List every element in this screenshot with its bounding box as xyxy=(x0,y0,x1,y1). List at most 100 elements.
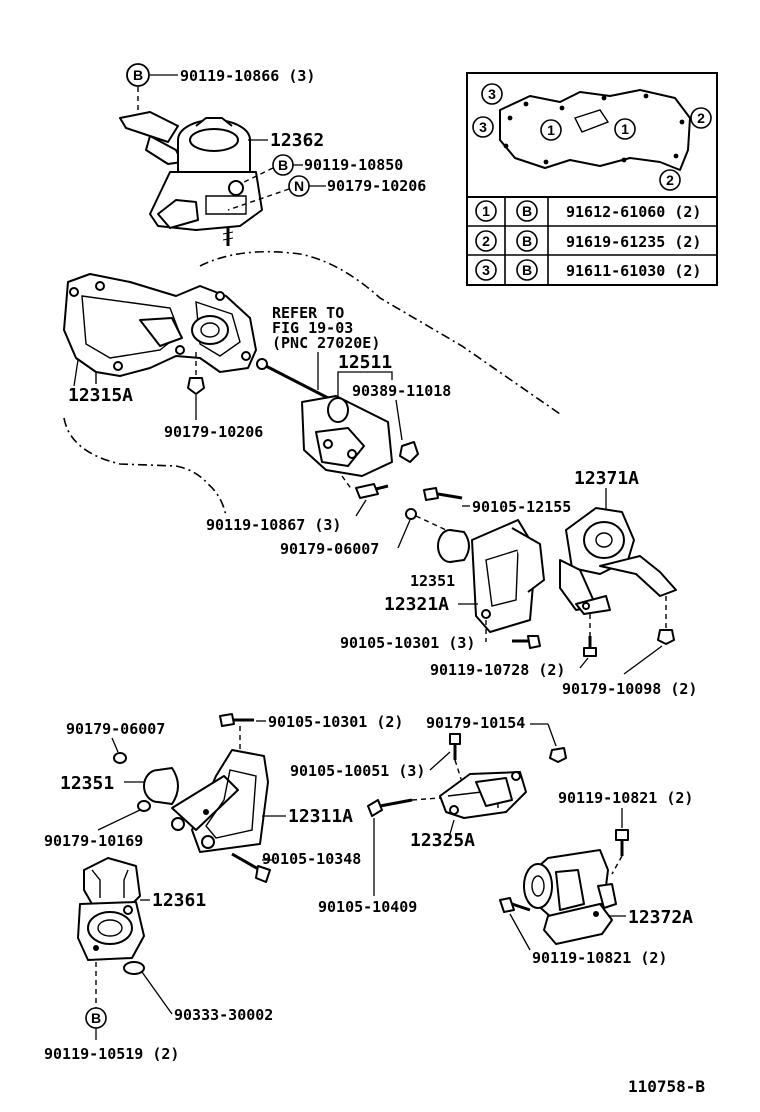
svg-text:91611-61030 (2): 91611-61030 (2) xyxy=(566,262,701,280)
svg-text:90179-10206: 90179-10206 xyxy=(164,423,263,441)
svg-text:B: B xyxy=(91,1010,101,1026)
bracket-12311A: 12311A xyxy=(171,749,353,853)
svg-text:B: B xyxy=(522,233,532,249)
svg-text:12511: 12511 xyxy=(338,352,392,373)
plug-90333-30002: 90333-30002 xyxy=(123,961,273,1024)
svg-text:90105-10051 (3): 90105-10051 (3) xyxy=(290,762,425,780)
svg-text:90179-06007: 90179-06007 xyxy=(66,720,165,738)
engine-mount-12371A: 12371A xyxy=(559,468,677,615)
figure-code: 110758-B xyxy=(628,1077,705,1096)
engine-mount-12361: 12361 xyxy=(77,857,206,961)
svg-text:N: N xyxy=(294,178,304,194)
inset-engine-outline xyxy=(499,89,691,171)
svg-text:B: B xyxy=(522,203,532,219)
svg-text:3: 3 xyxy=(482,262,490,278)
svg-text:90119-10866 (3): 90119-10866 (3) xyxy=(180,67,315,85)
svg-text:12311A: 12311A xyxy=(288,806,353,827)
svg-text:90333-30002: 90333-30002 xyxy=(174,1006,273,1024)
svg-text:90119-10821 (2): 90119-10821 (2) xyxy=(532,949,667,967)
svg-text:B: B xyxy=(133,67,143,83)
svg-text:2: 2 xyxy=(482,233,490,249)
bolt-90105-10348: 90105-10348 xyxy=(231,850,361,883)
svg-text:12372A: 12372A xyxy=(628,907,693,928)
callout-90389-11018: 90389-11018 xyxy=(352,382,451,463)
svg-text:90119-10728 (2): 90119-10728 (2) xyxy=(430,661,565,679)
svg-text:90119-10850: 90119-10850 xyxy=(304,156,403,174)
svg-text:91619-61235 (2): 91619-61235 (2) xyxy=(566,233,701,251)
svg-text:3: 3 xyxy=(488,86,496,102)
callout-90179-10206-top: N 90179-10206 xyxy=(227,175,426,211)
svg-text:91612-61060 (2): 91612-61060 (2) xyxy=(566,203,701,221)
marker-1-b: 1 xyxy=(614,118,636,140)
callout-12511: 12511 xyxy=(337,352,393,398)
svg-text:12362: 12362 xyxy=(270,130,324,151)
insulator-12351-mid: 12351 xyxy=(410,515,470,590)
callout-12362: 12362 xyxy=(248,130,324,151)
refer-to-note: REFER TO FIG 19-03 (PNC 27020E) xyxy=(272,304,380,390)
svg-text:2: 2 xyxy=(666,172,674,188)
bolt-90119-10821-top: 90119-10821 (2) xyxy=(558,789,693,875)
bolt-90119-10519: B 90119-10519 (2) xyxy=(44,962,179,1063)
insulator-12351-low: 12351 xyxy=(60,767,179,805)
bolt-90119-10728: 90119-10728 (2) xyxy=(430,614,597,679)
nut-90179-10206-mid: 90179-10206 xyxy=(164,352,263,441)
marker-3-a: 3 xyxy=(481,83,503,105)
bolt-90105-10409: 90105-10409 xyxy=(318,797,441,916)
engine-mount-12362 xyxy=(119,111,263,246)
svg-text:12371A: 12371A xyxy=(574,468,639,489)
callout-12315A: 12315A xyxy=(68,359,133,406)
nut-90179-10098: 90179-10098 (2) xyxy=(562,596,697,698)
callout-90119-10866: B 90119-10866 (3) xyxy=(126,63,315,114)
svg-text:90179-10154: 90179-10154 xyxy=(426,714,525,732)
bolt-location-inset: 3 3 1 1 2 2 1 B 91612-61060 (2) xyxy=(466,72,718,286)
svg-text:3: 3 xyxy=(479,119,487,135)
svg-text:90389-11018: 90389-11018 xyxy=(352,382,451,400)
bolt-long-12511 xyxy=(256,358,333,402)
svg-text:90105-10348: 90105-10348 xyxy=(262,850,361,868)
svg-text:90179-10169: 90179-10169 xyxy=(44,832,143,850)
svg-text:FIG 19-03: FIG 19-03 xyxy=(272,319,353,337)
nut-90179-06007-low: 90179-06007 xyxy=(66,720,165,764)
svg-text:90119-10867 (3): 90119-10867 (3) xyxy=(206,516,341,534)
svg-text:B: B xyxy=(522,262,532,278)
svg-text:1: 1 xyxy=(621,121,629,137)
svg-text:12361: 12361 xyxy=(152,890,206,911)
bracket-12315A xyxy=(63,273,257,384)
svg-text:90179-10206: 90179-10206 xyxy=(327,177,426,195)
marker-2-a: 2 xyxy=(690,107,712,129)
marker-2-b: 2 xyxy=(659,169,681,191)
nut-90179-10154: 90179-10154 xyxy=(426,714,567,763)
bracket-12325A: 12325A xyxy=(410,771,527,851)
svg-text:90119-10519 (2): 90119-10519 (2) xyxy=(44,1045,179,1063)
svg-text:1: 1 xyxy=(547,122,555,138)
bolt-90105-10301-mid: 90105-10301 (3) xyxy=(340,620,541,652)
nut-90179-06007-mid: 90179-06007 xyxy=(280,508,417,558)
engine-boundary-line xyxy=(199,250,561,415)
svg-text:12351: 12351 xyxy=(410,572,455,590)
svg-text:REFER TO: REFER TO xyxy=(272,304,344,322)
inset-row-3: 3 B 91611-61030 (2) xyxy=(475,259,701,281)
nut-90179-10169: 90179-10169 xyxy=(44,800,151,850)
marker-3-b: 3 xyxy=(472,116,494,138)
svg-text:1: 1 xyxy=(482,203,490,219)
svg-text:(PNC 27020E): (PNC 27020E) xyxy=(272,334,380,352)
bolt-90105-10051: 90105-10051 (3) xyxy=(290,733,463,783)
callout-90119-10850: B 90119-10850 xyxy=(239,154,403,185)
svg-text:90179-06007: 90179-06007 xyxy=(280,540,379,558)
bolt-90105-12155: 90105-12155 xyxy=(423,487,571,516)
svg-text:12321A: 12321A xyxy=(384,594,449,615)
engine-mount-12511 xyxy=(301,395,393,477)
inset-row-1: 1 B 91612-61060 (2) xyxy=(475,200,701,222)
svg-text:90105-10301 (3): 90105-10301 (3) xyxy=(340,634,475,652)
svg-text:12351: 12351 xyxy=(60,773,114,794)
svg-text:12325A: 12325A xyxy=(410,830,475,851)
svg-text:12315A: 12315A xyxy=(68,385,133,406)
svg-text:90105-10301 (2): 90105-10301 (2) xyxy=(268,713,403,731)
svg-text:90105-12155: 90105-12155 xyxy=(472,498,571,516)
bolt-90119-10867: 90119-10867 (3) xyxy=(206,475,389,534)
inset-row-2: 2 B 91619-61235 (2) xyxy=(475,230,701,252)
svg-text:B: B xyxy=(278,157,288,173)
svg-text:90105-10409: 90105-10409 xyxy=(318,898,417,916)
engine-mount-12372A: 12372A xyxy=(523,849,693,945)
